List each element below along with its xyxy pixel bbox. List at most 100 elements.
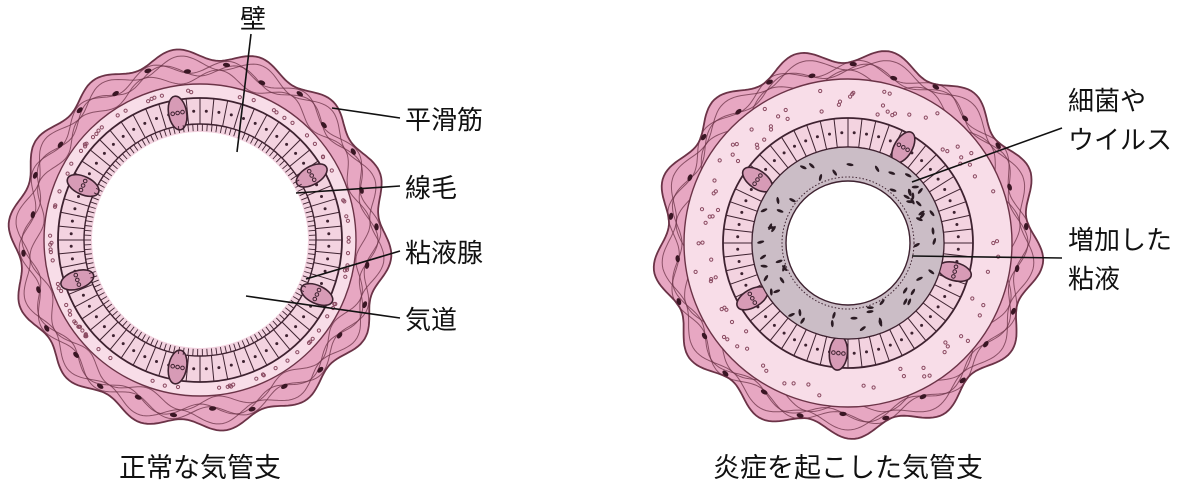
cell-wall xyxy=(296,303,319,320)
cell-nucleus xyxy=(192,109,196,113)
cell-nucleus xyxy=(764,167,768,171)
cilium xyxy=(215,347,218,355)
wall-dot xyxy=(729,319,735,325)
cell-nucleus xyxy=(323,269,327,273)
normal-bronchus xyxy=(7,48,393,432)
cell-nucleus xyxy=(740,210,744,214)
cell-wall xyxy=(868,120,877,150)
cilium xyxy=(272,153,278,160)
wall-dot xyxy=(898,366,903,371)
cilium xyxy=(210,124,213,132)
muscle-nucleus xyxy=(808,73,816,79)
cell-nucleus xyxy=(804,343,808,347)
wall-dot xyxy=(310,336,315,341)
cell-nucleus xyxy=(217,366,221,370)
wall-dot xyxy=(261,373,266,378)
cell-nucleus xyxy=(772,159,776,163)
cilium xyxy=(150,134,155,142)
bacteria-mark xyxy=(916,276,923,281)
gland-granule xyxy=(831,350,836,355)
leader-smooth-muscle xyxy=(331,107,401,119)
cilium xyxy=(168,344,172,352)
wall-dot xyxy=(68,312,73,317)
gland-granule xyxy=(953,264,959,270)
gland-granule xyxy=(311,177,317,183)
bacteria-mark xyxy=(902,287,908,294)
cell-nucleus xyxy=(900,338,903,342)
cell-wall xyxy=(99,139,119,159)
cell-wall xyxy=(858,338,863,368)
cell-nucleus xyxy=(77,195,80,198)
cilium xyxy=(295,292,302,297)
bacteria-mark xyxy=(889,188,897,192)
muscle-nucleus xyxy=(57,141,64,148)
cell-wall xyxy=(310,273,337,282)
wall-dot xyxy=(959,334,964,339)
cilium xyxy=(307,257,315,260)
wall-dot xyxy=(717,158,722,163)
cell-wall xyxy=(289,313,311,331)
cilium xyxy=(105,171,113,177)
muscle-nucleus xyxy=(222,62,231,68)
cilium xyxy=(118,317,125,324)
mucous-gland xyxy=(167,95,188,131)
bacteria-mark xyxy=(879,299,885,306)
muscle-nucleus xyxy=(722,370,729,377)
cilium xyxy=(308,229,316,232)
cilium xyxy=(237,342,241,349)
cilium xyxy=(90,201,98,205)
cell-wall xyxy=(806,333,817,362)
cilium xyxy=(306,215,314,218)
cell-nucleus xyxy=(155,117,158,120)
cilium xyxy=(86,262,94,265)
wall-dot xyxy=(78,148,84,153)
gland-granule xyxy=(76,282,82,287)
cell-wall xyxy=(120,121,137,144)
cilium xyxy=(245,134,250,142)
cilium xyxy=(159,342,163,349)
wall-dot xyxy=(254,376,259,381)
cell-wall xyxy=(723,253,753,258)
wall-dot xyxy=(719,307,724,312)
gland-granule xyxy=(841,351,846,356)
cell-wall xyxy=(310,198,337,207)
wall-dot xyxy=(994,239,1000,244)
cell-nucleus xyxy=(877,135,881,139)
wall-dot xyxy=(345,218,350,223)
wall-dot xyxy=(48,250,54,255)
cell-nucleus xyxy=(102,325,106,329)
cell-wall xyxy=(922,302,947,322)
wall-dot xyxy=(152,95,157,100)
inflamed-wall-dots xyxy=(693,88,1001,398)
cilium xyxy=(154,340,159,348)
wall-dot xyxy=(344,267,350,272)
cell-wall xyxy=(120,336,137,359)
cilium xyxy=(306,262,314,265)
wall-dot xyxy=(907,112,912,117)
gland-granule xyxy=(951,274,956,279)
normal-cilia xyxy=(84,123,316,357)
wall-dot xyxy=(99,125,104,130)
cilium xyxy=(269,323,275,330)
wall-dot xyxy=(735,344,740,349)
cell-nucleus xyxy=(852,351,856,355)
cell-nucleus xyxy=(948,283,952,287)
cell-nucleus xyxy=(253,121,257,125)
label-mucus-line2: 粘液 xyxy=(1068,265,1120,295)
wall-dot xyxy=(922,374,927,379)
cell-nucleus xyxy=(285,142,289,146)
gland-granule xyxy=(752,181,757,186)
muscle-nucleus xyxy=(258,80,266,86)
cilium xyxy=(254,334,259,341)
muscle-nucleus xyxy=(44,325,50,332)
wall-dot xyxy=(730,142,736,147)
muscle-fiber xyxy=(667,59,1032,425)
cilium xyxy=(133,144,139,151)
cell-nucleus xyxy=(736,247,740,251)
cilium xyxy=(187,348,190,356)
wall-dot xyxy=(693,269,698,274)
muscle-nucleus xyxy=(183,69,191,74)
cell-nucleus xyxy=(155,360,158,363)
cilium xyxy=(100,179,108,184)
cell-wall xyxy=(907,144,927,169)
